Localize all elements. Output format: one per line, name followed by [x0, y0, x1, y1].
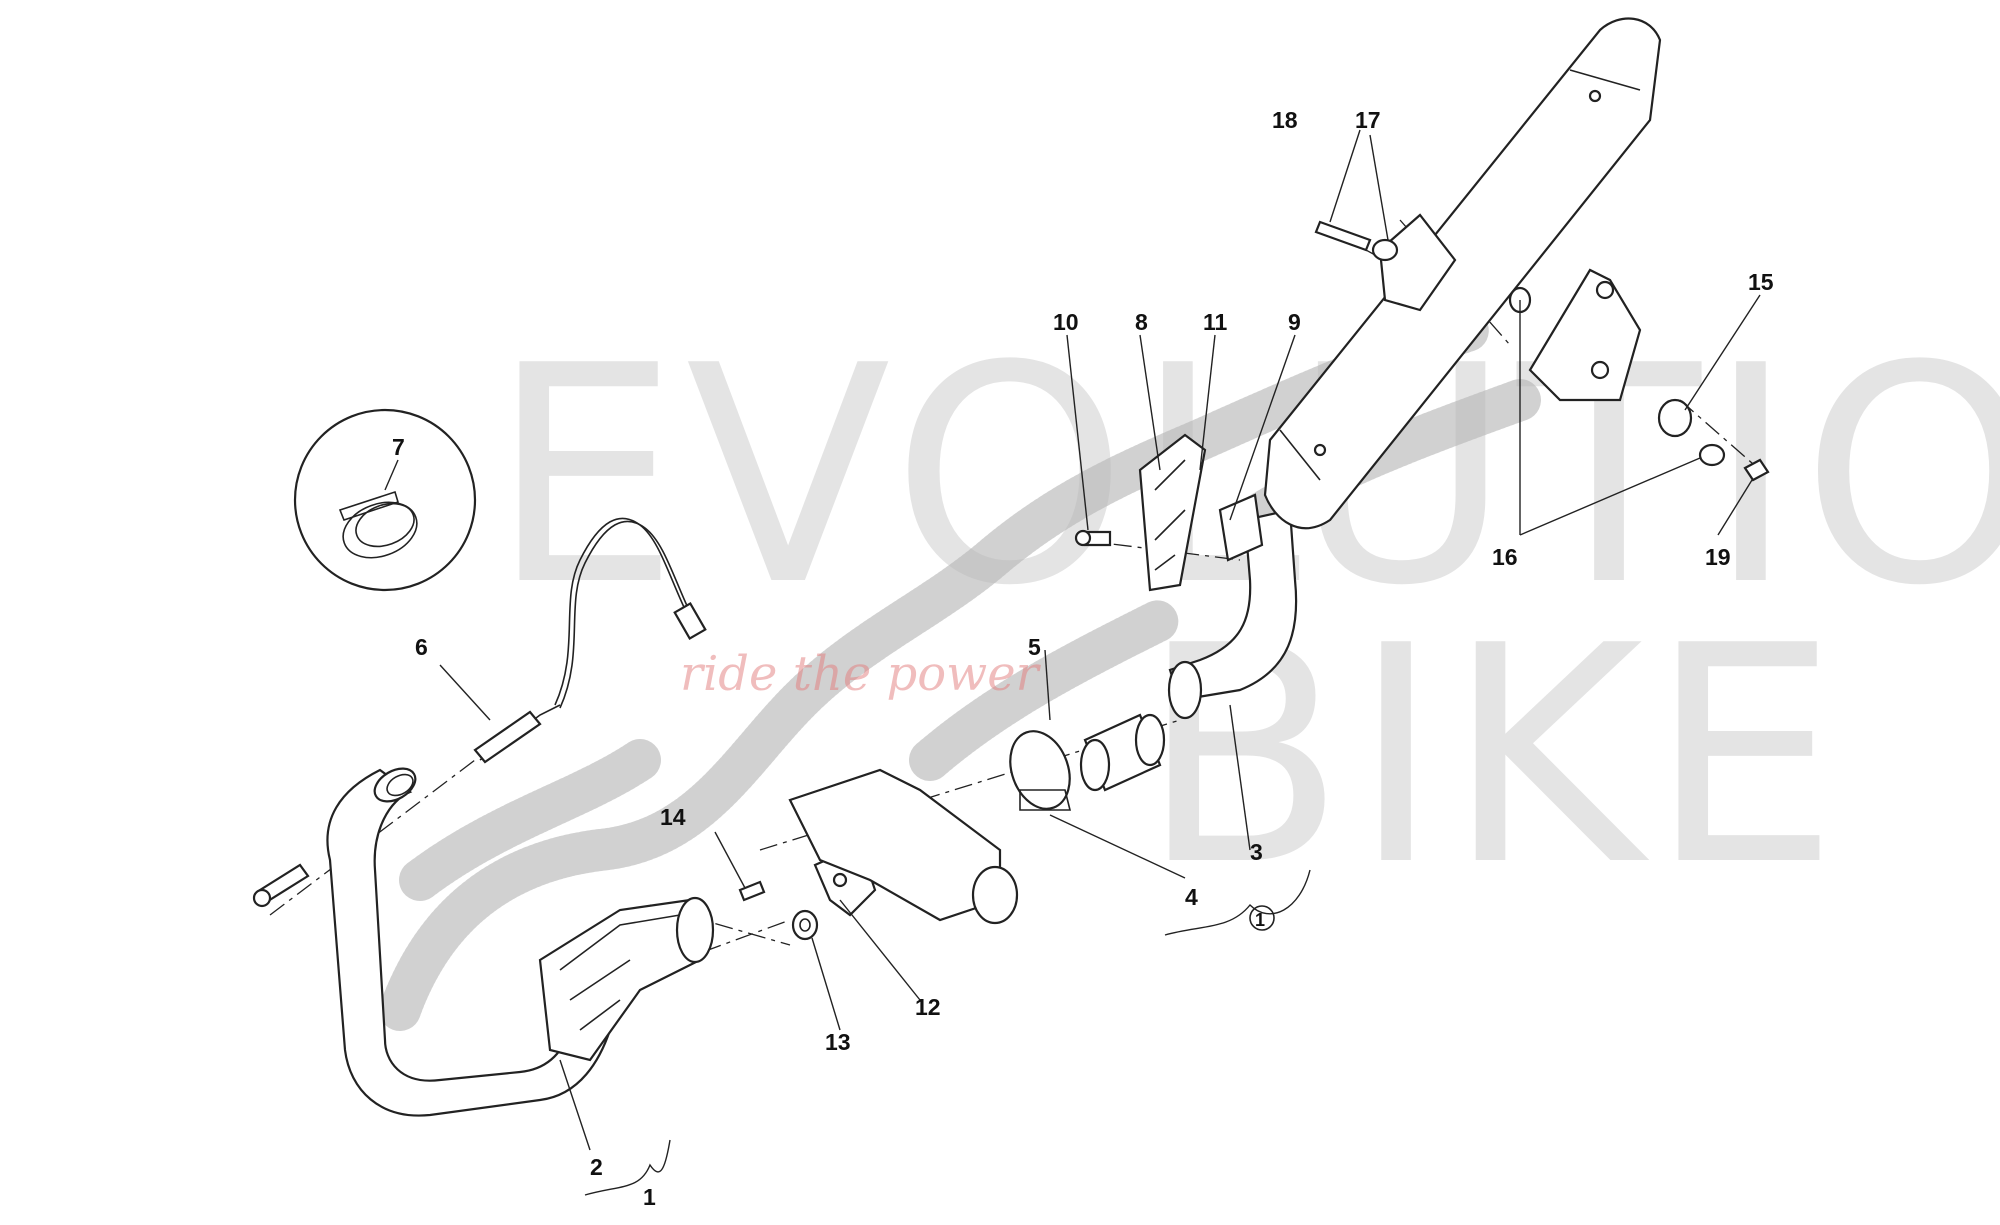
heat-shield-group — [1074, 433, 1264, 592]
callout-17: 17 — [1355, 107, 1381, 133]
callout-12: 12 — [915, 994, 941, 1020]
detail-circle-clip — [293, 408, 477, 592]
leader-lines — [384, 129, 1761, 1196]
callout-labels: 1 2 3 4 5 6 7 8 9 10 11 12 13 14 15 16 1… — [392, 107, 1774, 1210]
callout-7: 7 — [392, 434, 405, 460]
callout-8: 8 — [1135, 309, 1148, 335]
callout-9: 9 — [1288, 309, 1301, 335]
assembly-marker: 1 — [1249, 905, 1275, 931]
mid-section — [788, 713, 1166, 925]
callout-13: 13 — [825, 1029, 851, 1055]
callout-15: 15 — [1748, 269, 1774, 295]
lambda-sensor — [473, 517, 707, 764]
watermark-tagline: ride the power — [680, 646, 1042, 702]
header-pipe — [252, 767, 715, 1117]
callout-3: 3 — [1250, 839, 1263, 865]
callout-18: 18 — [1272, 107, 1298, 133]
callout-2: 2 — [590, 1154, 603, 1180]
callout-5: 5 — [1028, 634, 1041, 660]
callout-11: 11 — [1203, 309, 1228, 335]
rear-bracket-group — [1314, 220, 1770, 482]
callout-4: 4 — [1185, 884, 1198, 910]
assembly-marker-label: 1 — [1255, 910, 1265, 930]
callout-16: 16 — [1492, 544, 1518, 570]
callout-19: 19 — [1705, 544, 1731, 570]
callout-6: 6 — [415, 634, 428, 660]
callout-14: 14 — [660, 804, 686, 830]
watermark: EVOLUTION BIKE ride the power — [379, 302, 2000, 1031]
callout-1: 1 — [643, 1184, 656, 1210]
silencer — [1263, 17, 1662, 530]
callout-10: 10 — [1053, 309, 1079, 335]
